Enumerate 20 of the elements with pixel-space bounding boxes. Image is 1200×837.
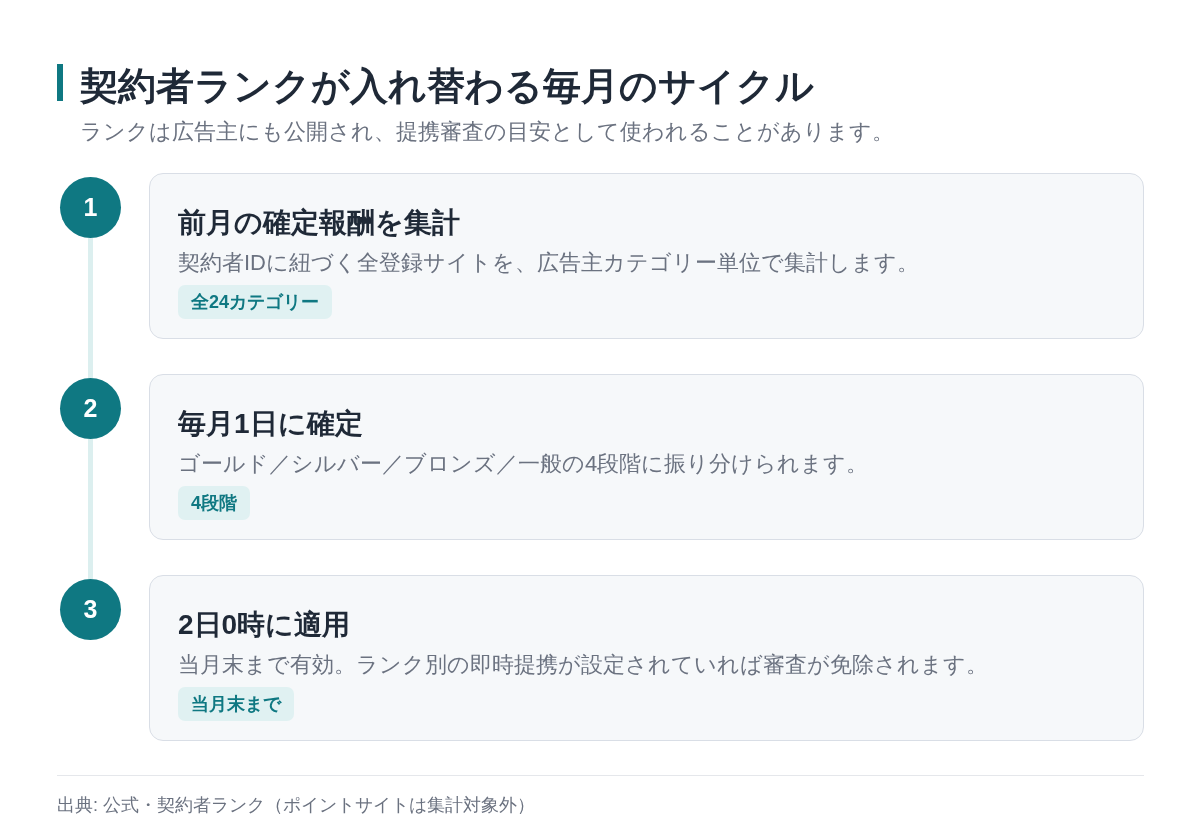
step-heading: 2日0時に適用 <box>178 608 351 642</box>
step-circle: 3 <box>60 579 121 640</box>
tag: 4段階 <box>178 486 250 520</box>
source-note: 出典: 公式・契約者ランク（ポイントサイトは集計対象外） <box>57 794 535 817</box>
step-card <box>149 374 1144 540</box>
step-card <box>149 575 1144 741</box>
tag: 当月末まで <box>178 687 294 721</box>
title: 契約者ランクが入れ替わる毎月のサイクル <box>80 64 814 109</box>
step-circle: 1 <box>60 177 121 238</box>
connector-line <box>88 238 93 378</box>
step-description: 当月末まで有効。ランク別の即時提携が設定されていれば審査が免除されます。 <box>178 651 988 679</box>
connector-line <box>88 439 93 579</box>
step-description: ゴールド／シルバー／ブロンズ／一般の4段階に振り分けられます。 <box>178 450 869 478</box>
step-card <box>149 173 1144 339</box>
step-description: 契約者IDに紐づく全登録サイトを、広告主カテゴリー単位で集計します。 <box>178 249 919 277</box>
step-heading: 毎月1日に確定 <box>178 407 363 441</box>
step-circle: 2 <box>60 378 121 439</box>
subtitle: ランクは広告主にも公開され、提携審査の目安として使われることがあります。 <box>80 118 894 146</box>
tag: 全24カテゴリー <box>178 285 333 319</box>
step-heading: 前月の確定報酬を集計 <box>178 206 460 240</box>
